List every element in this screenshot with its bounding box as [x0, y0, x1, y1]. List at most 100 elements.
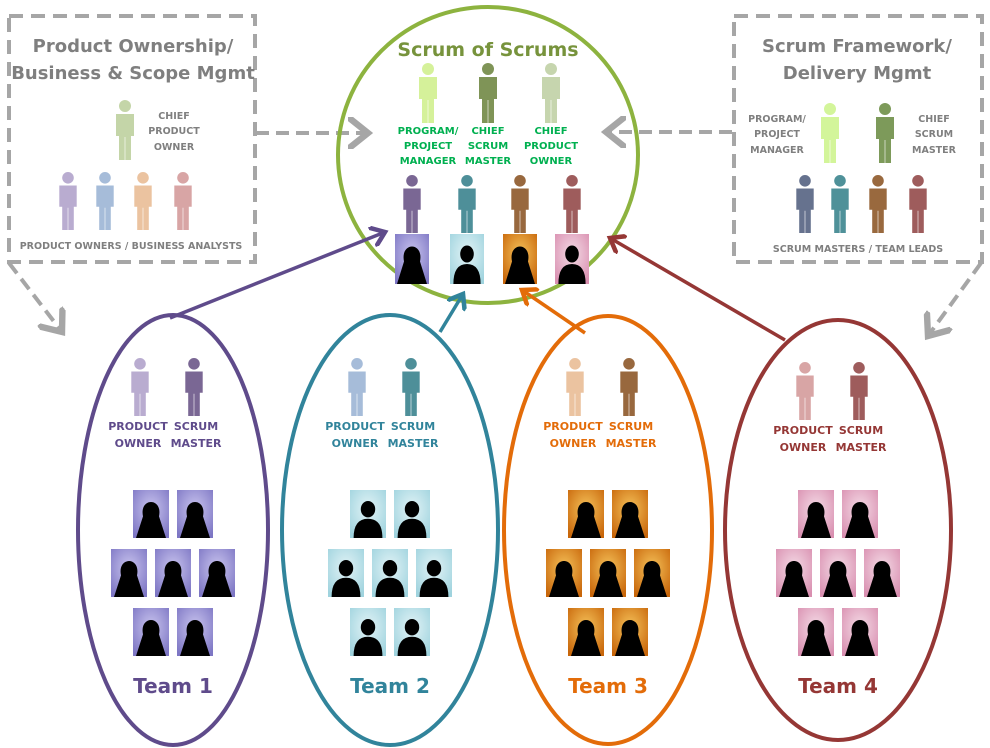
scrum-master-icon — [620, 358, 638, 416]
sos-role-label: PROJECT — [404, 141, 452, 152]
team-role-label: OWNER — [115, 437, 162, 450]
team-member-photo — [395, 234, 429, 284]
sos-role-label: CHIEF — [534, 126, 567, 137]
product-owner-icon — [131, 358, 149, 416]
scrum-master-icon — [402, 358, 420, 416]
sos-role-label: PRODUCT — [524, 141, 578, 152]
chief-po-label: PRODUCT — [148, 126, 200, 137]
chief-po-label: CHIEF — [158, 111, 189, 122]
csm-label: CHIEF — [918, 114, 949, 125]
team-to-sos-arrow — [522, 290, 586, 335]
sos-scrum-master-icon — [403, 175, 421, 233]
team-role-label: OWNER — [780, 441, 827, 454]
team-member-photo — [555, 234, 589, 284]
team-member-photo — [612, 490, 648, 538]
team-member-photo — [776, 549, 812, 597]
team-role-label: MASTER — [836, 441, 887, 454]
chief-scrum-master-icon — [876, 103, 894, 163]
team-member-photo — [568, 490, 604, 538]
team-role-label: SCRUM — [839, 424, 883, 437]
team-ellipse — [280, 313, 500, 747]
team-name: Team 4 — [798, 674, 878, 698]
team-member-photo — [546, 549, 582, 597]
team-member-photo — [798, 490, 834, 538]
team-name: Team 3 — [568, 674, 648, 698]
team-member-photo — [394, 490, 430, 538]
sos-scrum-master-icon — [563, 175, 581, 233]
team-member-photo — [199, 549, 235, 597]
team-member-photo — [394, 608, 430, 656]
team-name: Team 1 — [133, 674, 213, 698]
team-member-photo — [820, 549, 856, 597]
team-member-photo — [350, 490, 386, 538]
team-role-label: PRODUCT — [543, 420, 603, 433]
dashed-arrow-right-to-teams — [928, 261, 983, 336]
product-owner-icon — [566, 358, 584, 416]
team-role-label: PRODUCT — [108, 420, 168, 433]
scrum-master-icon — [185, 358, 203, 416]
pm-label: PROGRAM/ — [748, 114, 806, 125]
team-member-photo — [133, 608, 169, 656]
sos-role-label: SCRUM — [468, 141, 508, 152]
product-owner-icon — [796, 362, 814, 420]
team-member-photo — [568, 608, 604, 656]
team-member-photo — [416, 549, 452, 597]
sos-role-label: CHIEF — [471, 126, 504, 137]
pm-label: PROJECT — [754, 129, 800, 140]
team-member-photo — [328, 549, 364, 597]
team-name: Team 2 — [350, 674, 430, 698]
team-role-label: PRODUCT — [773, 424, 833, 437]
team-member-photo — [798, 608, 834, 656]
po-group-label: PRODUCT OWNERS / BUSINESS ANALYSTS — [20, 241, 243, 252]
left-box-title-line2: Business & Scope Mgmt — [11, 63, 255, 84]
team-role-label: OWNER — [332, 437, 379, 450]
team-member-photo — [842, 608, 878, 656]
team-member-photo — [590, 549, 626, 597]
team-role-label: MASTER — [171, 437, 222, 450]
team-role-label: SCRUM — [609, 420, 653, 433]
team-member-photo — [612, 608, 648, 656]
team-member-photo — [350, 608, 386, 656]
sos-role-label: PROGRAM/ — [398, 126, 459, 137]
team-member-photo — [864, 549, 900, 597]
chief-product-owner-icon — [116, 100, 134, 160]
left-box-title-line1: Product Ownership/ — [33, 36, 234, 57]
sm-group-label: SCRUM MASTERS / TEAM LEADS — [773, 244, 943, 255]
product-owner-icon — [134, 172, 152, 230]
team-member-photo — [450, 234, 484, 284]
team-member-photo — [503, 234, 537, 284]
dashed-arrow-left-to-teams — [7, 261, 62, 332]
product-owner-icon — [174, 172, 192, 230]
pm-label: MANAGER — [750, 145, 804, 156]
program-manager-icon — [419, 63, 437, 123]
scrum-master-icon — [909, 175, 927, 233]
team-role-label: PRODUCT — [325, 420, 385, 433]
team-to-sos-arrow — [438, 294, 463, 333]
team-to-sos-arrow — [169, 232, 385, 320]
team-member-photo — [111, 549, 147, 597]
team-member-photo — [372, 549, 408, 597]
team-role-label: MASTER — [606, 437, 657, 450]
chief-scrum-master-icon — [479, 63, 497, 123]
product-ownership-box — [7, 14, 257, 264]
product-owner-icon — [96, 172, 114, 230]
chief-po-label: OWNER — [154, 142, 195, 153]
team-member-photo — [634, 549, 670, 597]
team-role-label: MASTER — [388, 437, 439, 450]
scrum-master-icon — [850, 362, 868, 420]
team-member-photo — [177, 490, 213, 538]
team-member-photo — [842, 490, 878, 538]
right-box-title-line1: Scrum Framework/ — [762, 36, 952, 57]
right-box-title-line2: Delivery Mgmt — [783, 63, 932, 84]
sos-scrum-master-icon — [458, 175, 476, 233]
sos-role-label: MASTER — [465, 156, 512, 167]
product-owner-icon — [348, 358, 366, 416]
chief-product-owner-icon — [542, 63, 560, 123]
team-member-photo — [177, 608, 213, 656]
sos-scrum-master-icon — [511, 175, 529, 233]
sos-role-label: MANAGER — [400, 156, 457, 167]
sos-title: Scrum of Scrums — [397, 39, 578, 61]
team-role-label: SCRUM — [391, 420, 435, 433]
